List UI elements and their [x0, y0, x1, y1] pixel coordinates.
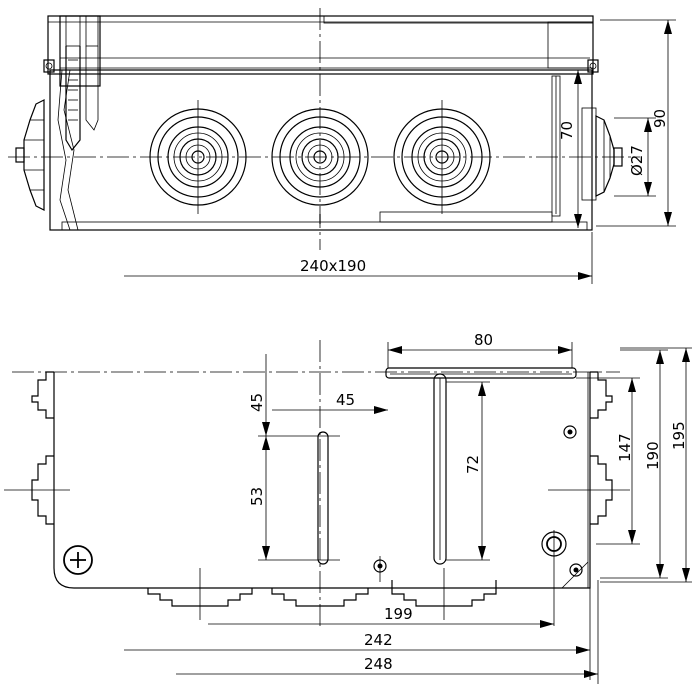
mounting-hole-corner [561, 561, 589, 589]
right-edge-glands [548, 371, 630, 525]
dim-53: 53 [248, 436, 340, 561]
dim-label-70: 70 [558, 121, 576, 140]
mounting-hole-small-top [563, 425, 577, 439]
box-body [49, 69, 593, 231]
box-outline [53, 372, 591, 589]
top-view: 240x190 90 70 Ø27 [8, 8, 676, 284]
dim-label-45-horizontal: 45 [336, 391, 355, 409]
dim-label-90: 90 [651, 109, 669, 128]
dim-242: 242 [124, 588, 591, 680]
dim-195: 195 [600, 347, 692, 583]
dim-70: 70 [558, 70, 582, 228]
dim-248: 248 [176, 580, 599, 684]
dim-label-45-vertical: 45 [248, 393, 266, 412]
dim-label-242: 242 [364, 631, 393, 649]
lid [43, 15, 599, 75]
dim-80: 80 [387, 331, 573, 368]
mounting-hole-large [541, 530, 567, 626]
dim-199: 199 [208, 605, 554, 628]
left-edge-glands [4, 371, 70, 525]
mounting-hole-small-bottom [373, 556, 387, 582]
dim-label-72: 72 [464, 455, 482, 474]
dim-45-vertical: 45 [248, 354, 340, 437]
dim-147: 147 [576, 377, 640, 545]
dim-label-diameter-27: Ø27 [628, 145, 646, 176]
right-cable-gland [581, 107, 623, 201]
dim-label-80: 80 [474, 331, 493, 349]
dim-label-195: 195 [670, 421, 688, 450]
dim-label-240x190: 240x190 [300, 257, 366, 275]
bottom-edge-glands [147, 568, 497, 620]
dim-label-53: 53 [248, 487, 266, 506]
dim-190: 190 [600, 349, 668, 579]
vertical-mounting-slot [433, 373, 447, 565]
mounting-rail [385, 367, 577, 379]
dim-72: 72 [446, 381, 490, 561]
dim-label-248: 248 [364, 655, 393, 673]
dim-label-147: 147 [616, 433, 634, 462]
left-cable-gland [15, 99, 45, 211]
screw-column [59, 15, 101, 152]
dim-45-horizontal: 45 [272, 391, 388, 414]
cross-screw [63, 545, 93, 575]
dim-90: 90 [596, 19, 676, 227]
bottom-view: 80 45 45 53 72 [4, 331, 692, 684]
dim-label-199: 199 [384, 605, 413, 623]
dim-label-190: 190 [644, 441, 662, 470]
left-mounting-slot [317, 431, 329, 565]
dim-240x190: 240x190 [124, 232, 593, 284]
dim-diameter-27: Ø27 [614, 117, 656, 197]
